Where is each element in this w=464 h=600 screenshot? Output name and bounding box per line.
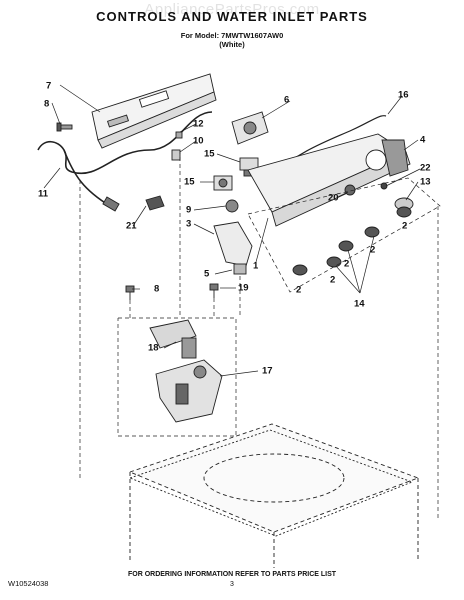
- callout-3: 3: [186, 219, 191, 230]
- callout-2d: 2: [370, 245, 375, 256]
- callout-10: 10: [193, 136, 204, 147]
- power-cord: [37, 111, 213, 175]
- callout-18: 18: [148, 343, 159, 354]
- ordering-note: FOR ORDERING INFORMATION REFER TO PARTS …: [127, 571, 337, 578]
- callout-14: 14: [354, 299, 365, 310]
- document-id: W10524038: [8, 579, 49, 588]
- callout-15b: 15: [184, 177, 195, 188]
- callout-15a: 15: [204, 149, 215, 160]
- screw-19: [209, 283, 219, 298]
- knob-2a: [292, 264, 308, 276]
- switch-5: [233, 263, 247, 275]
- callout-2a: 2: [296, 285, 301, 296]
- switch-15b: [213, 175, 233, 191]
- callout-22: 22: [420, 163, 431, 174]
- callout-8: 8: [44, 99, 49, 110]
- part-10: [171, 149, 181, 161]
- part-12: [175, 131, 183, 139]
- part-21: [145, 195, 165, 211]
- screw-8b: [125, 285, 135, 300]
- knob-2d: [364, 226, 380, 238]
- color-line: (White): [219, 40, 245, 49]
- page-number: 3: [230, 581, 234, 588]
- callout-16: 16: [398, 90, 409, 101]
- callout-2b: 2: [330, 275, 335, 286]
- cabinet-top: [128, 423, 420, 568]
- callout-17: 17: [262, 366, 273, 377]
- callout-12: 12: [193, 119, 204, 130]
- callout-21: 21: [126, 221, 137, 232]
- callout-11: 11: [38, 189, 49, 200]
- callout-5: 5: [204, 269, 210, 280]
- part-9: [225, 199, 239, 213]
- screw-8: [56, 122, 73, 132]
- end-cap: [381, 139, 409, 177]
- model-line: For Model: 7MWTW1607AW0: [180, 31, 284, 40]
- callout-8b: 8: [154, 284, 159, 295]
- callout-2c: 2: [344, 259, 349, 270]
- diagram-title: CONTROLS AND WATER INLET PARTS: [96, 9, 368, 24]
- knob-2e: [396, 206, 412, 218]
- callout-19: 19: [238, 283, 249, 294]
- knob-2b: [326, 256, 342, 268]
- callout-2e: 2: [402, 221, 407, 232]
- watermark: AppliancePartsPros.com: [144, 1, 320, 18]
- callout-13: 13: [420, 177, 431, 188]
- callout-4: 4: [420, 135, 426, 146]
- part-22: [380, 182, 388, 190]
- knob-2c: [338, 240, 354, 252]
- callout-20: 20: [328, 193, 339, 204]
- water-inlet-valve-assembly: [149, 319, 223, 423]
- timer-6: [231, 111, 269, 145]
- dispenser-3: [213, 221, 253, 267]
- callout-7: 7: [46, 81, 51, 92]
- callout-6: 6: [284, 95, 289, 106]
- callout-9: 9: [186, 205, 191, 216]
- callout-1: 1: [253, 261, 259, 272]
